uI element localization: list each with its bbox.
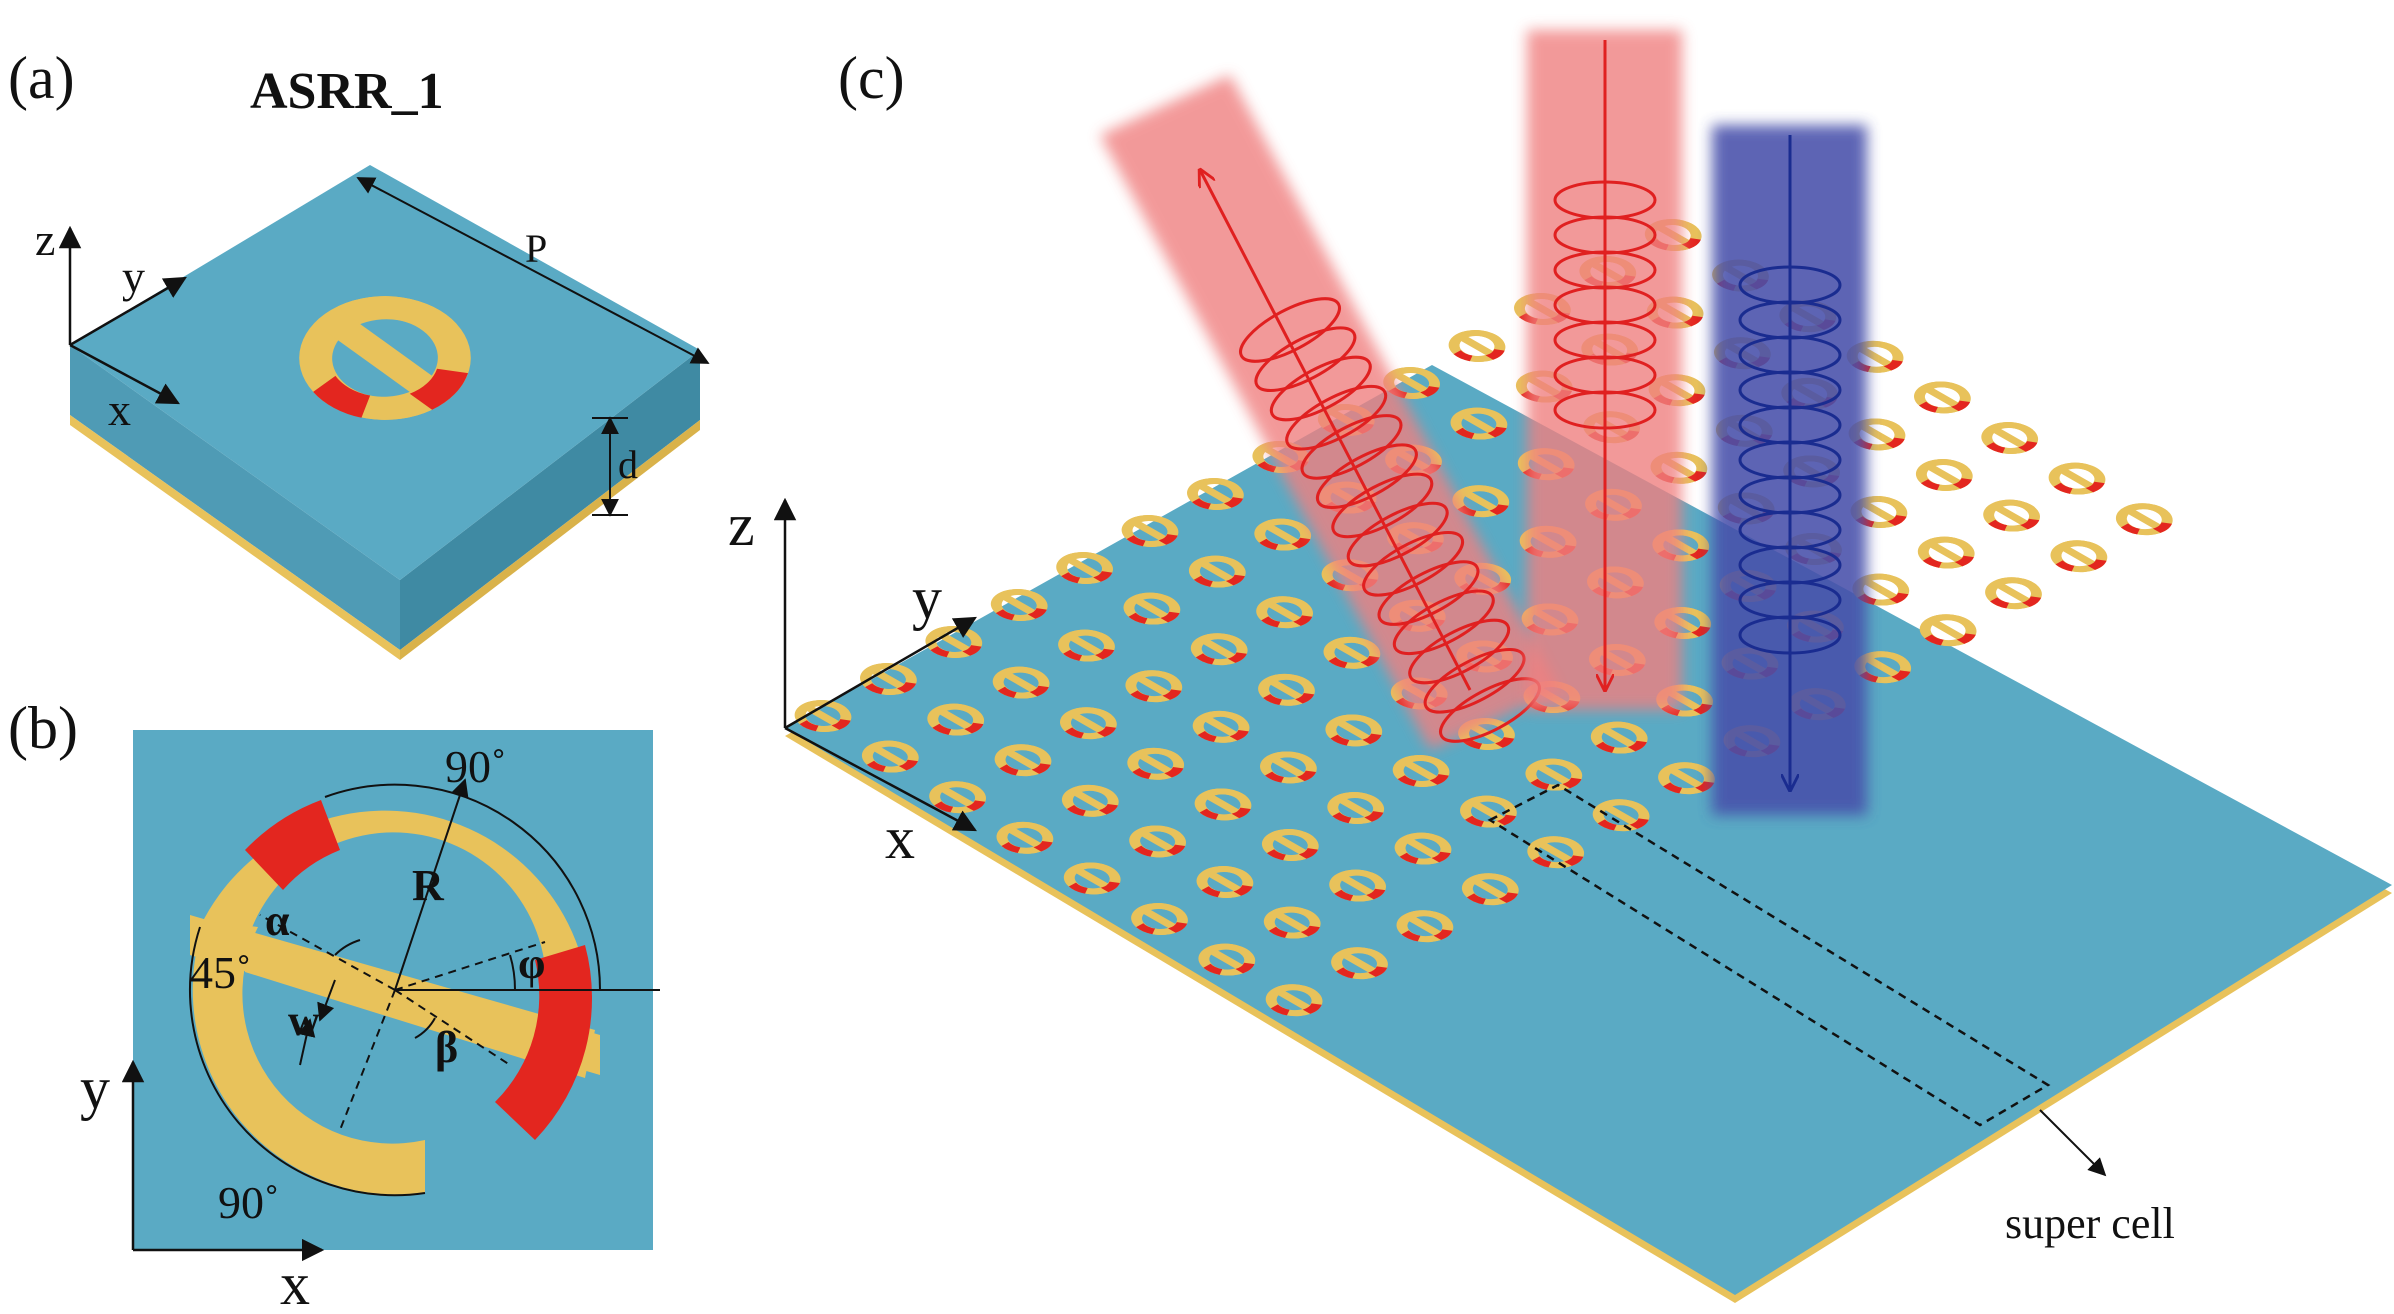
srr-element — [1971, 493, 2052, 539]
polarization-helix-turn — [1377, 560, 1480, 626]
srr-element — [2038, 533, 2120, 579]
srr-element — [1902, 374, 1983, 420]
polarization-helix-turn — [1269, 355, 1372, 422]
srr-element — [1969, 415, 2050, 461]
width-label: w — [288, 996, 320, 1045]
axis-y-label-c: y — [912, 565, 942, 631]
srr-element — [1436, 323, 1518, 369]
array-substrate — [785, 365, 2392, 1295]
supercell-label: super cell — [2005, 1199, 2175, 1248]
polarization-helix-turn — [1300, 414, 1403, 480]
panel-c: (c) super cell z y x — [728, 30, 2392, 1303]
panel-c-label: (c) — [838, 45, 905, 111]
axis-z-label-c: z — [728, 492, 755, 558]
unit-cell-side-face — [400, 350, 700, 650]
srr-element — [1904, 452, 1985, 498]
ground-plane-side — [400, 420, 700, 660]
srr-top-view — [189, 778, 660, 1197]
polarization-helix-turn — [1738, 615, 1842, 655]
period-label: P — [525, 226, 547, 271]
angle-top-label: 90˚ — [445, 741, 506, 792]
y-axis-arrow — [69, 276, 187, 347]
polarization-helix-turn — [1408, 618, 1511, 685]
angle-left-label: 45˚ — [190, 947, 251, 998]
axis-x-label: x — [108, 384, 131, 435]
polarization-helix-turn — [1423, 648, 1526, 714]
panel-a-title: ASRR_1 — [250, 63, 444, 120]
axis-y-label: y — [122, 251, 145, 302]
thickness-label: d — [618, 442, 638, 487]
axis-z-label: z — [35, 214, 55, 265]
reflected-red-beam — [1100, 75, 1560, 750]
incident-blue-beam — [1712, 125, 1867, 815]
srr-element — [2104, 496, 2185, 542]
srr-element — [2036, 456, 2118, 502]
axis-y-label-b: y — [80, 1055, 110, 1121]
polarization-helix-turn — [1392, 589, 1495, 656]
y-axis-arrow-c — [784, 616, 977, 730]
polarization-helix-turn — [1553, 390, 1657, 430]
polarization-helix-turn — [1239, 297, 1341, 363]
radius-label: R — [412, 861, 445, 910]
polarization-helix-turn — [1331, 472, 1434, 539]
supercell-pointer-arrow — [2039, 1109, 2107, 1177]
supercell-outline — [1487, 783, 2051, 1127]
x-axis-arrow — [69, 343, 180, 405]
polarization-helix-turn — [1362, 531, 1465, 597]
phi-label: φ — [518, 939, 545, 988]
srr-element — [1905, 530, 1987, 576]
srr-element — [1973, 570, 2054, 616]
panel-a-label: (a) — [8, 45, 75, 111]
polarization-helix-turn — [1254, 326, 1357, 392]
beta-label: β — [435, 1023, 458, 1072]
ground-plane-front — [70, 415, 400, 660]
axis-x-label-b: x — [280, 1251, 310, 1314]
panel-b: (b) R α φ w β 90˚ 45˚ — [8, 695, 660, 1314]
panel-a: (a) ASRR_1 z y x P d — [8, 45, 710, 660]
incident-red-beam — [1527, 30, 1682, 710]
polarization-helix-turn — [1285, 384, 1388, 451]
x-axis-arrow-c — [784, 726, 977, 832]
alpha-label: α — [265, 896, 290, 945]
unit-cell-front-face — [70, 345, 400, 650]
axis-x-label-c: x — [885, 805, 915, 871]
angle-bottom-label: 90˚ — [218, 1177, 279, 1228]
panel-b-label: (b) — [8, 695, 78, 761]
polarization-helix-turn — [1346, 501, 1449, 568]
polarization-helix-turn — [1315, 443, 1418, 509]
period-dimension-arrow — [356, 177, 710, 364]
